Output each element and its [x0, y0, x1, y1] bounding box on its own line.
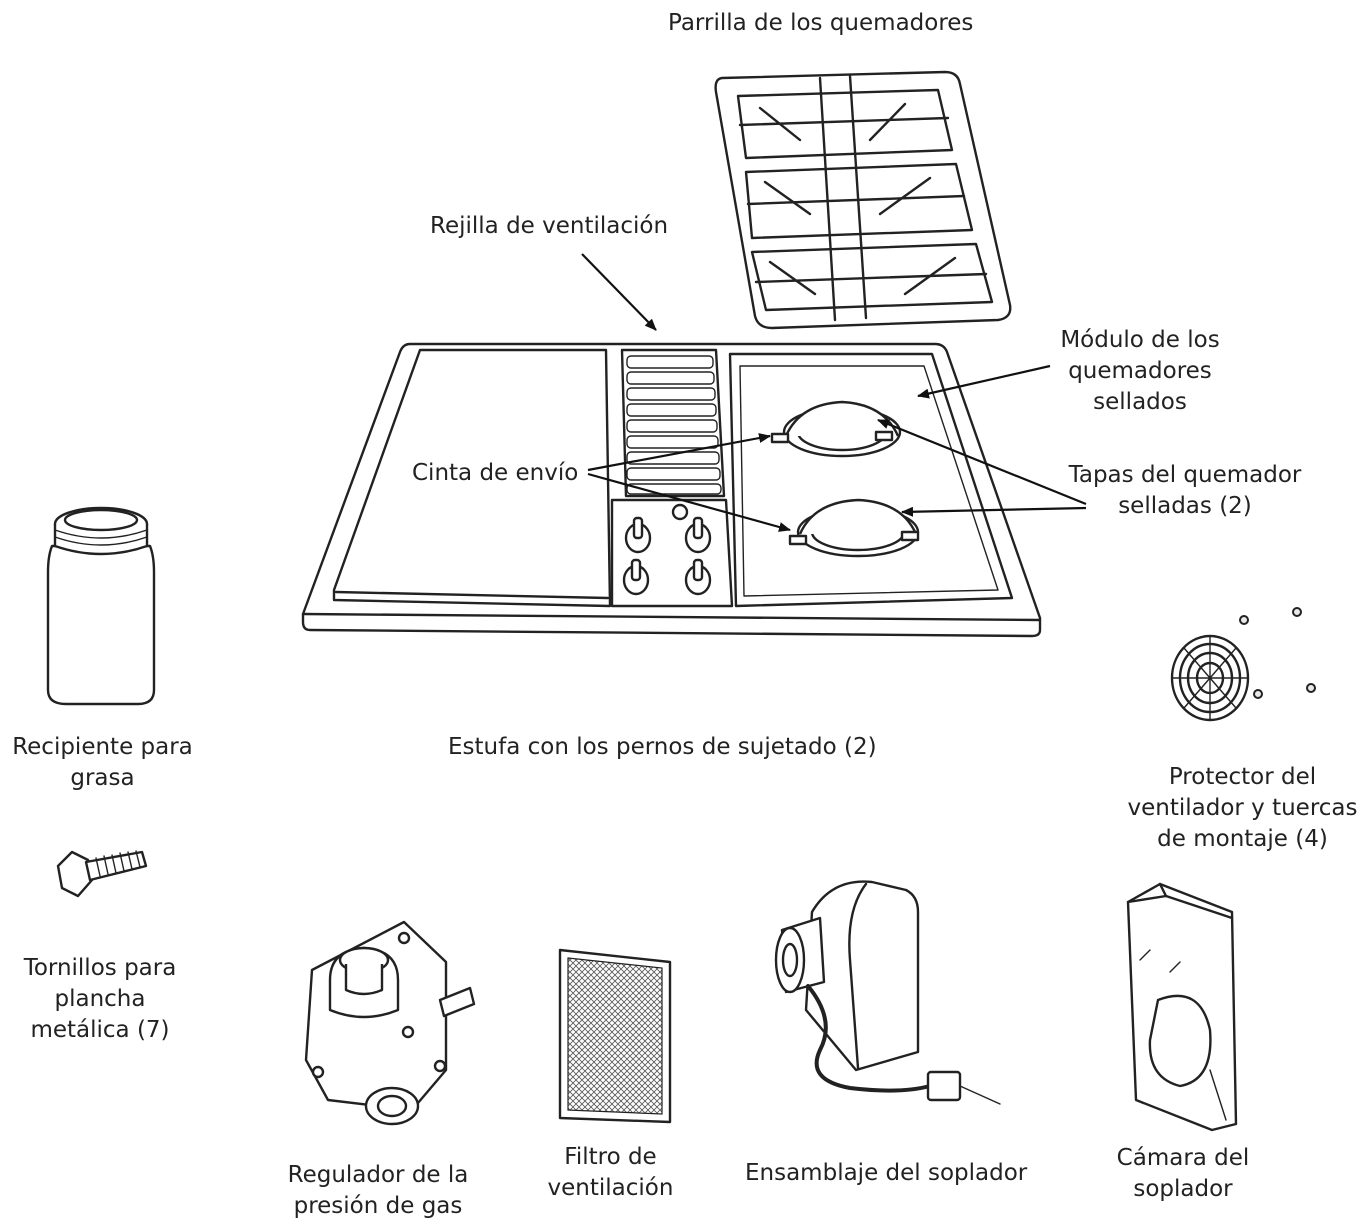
blower-chamber-drawing — [1126, 882, 1238, 1132]
sealed-burner-module-label: Módulo de los quemadores sellados — [1060, 327, 1220, 415]
sealed-burner-caps-label: Tapas del quemador selladas (2) — [1068, 462, 1302, 519]
shipping-tape-label: Cinta de envío — [412, 460, 579, 486]
grease-container-label: Recipiente para grasa — [12, 734, 193, 791]
sheet-metal-screws-label: Tornillos para plancha metálica (7) — [23, 955, 177, 1043]
cooktop-drawing — [301, 342, 1042, 638]
blower-assembly-label: Ensamblaje del soplador — [745, 1160, 1028, 1186]
fan-guard-label: Protector del ventilador y tuercas de mo… — [1127, 764, 1358, 852]
cooktop-label: Estufa con los pernos de sujetado (2) — [448, 734, 877, 760]
callout-arrows — [581, 253, 1087, 532]
grease-jar-drawing — [46, 506, 156, 706]
vent-slats — [626, 355, 722, 495]
burner-grate-label: Parrilla de los quemadores — [668, 10, 974, 36]
gas-regulator-label: Regulador de la presión de gas — [287, 1162, 469, 1219]
burner-grate-drawing — [714, 70, 1012, 330]
screw-drawing — [56, 850, 148, 898]
vent-filter-label: Filtro de ventilación — [547, 1144, 674, 1201]
control-knobs — [622, 503, 712, 596]
vent-grille-label: Rejilla de ventilación — [430, 213, 669, 239]
blower-chamber-label: Cámara del soplador — [1116, 1145, 1250, 1202]
fan-guard-drawing — [1170, 607, 1316, 722]
vent-filter-drawing — [558, 948, 672, 1124]
blower-assembly-drawing — [774, 880, 1001, 1105]
gas-regulator-drawing — [304, 920, 476, 1126]
